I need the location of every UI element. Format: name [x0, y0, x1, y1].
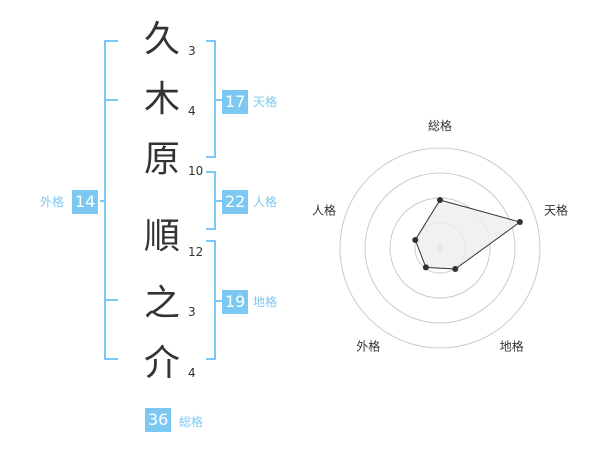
jinkaku-value-badge: 22 — [222, 190, 249, 214]
gaikaku-label: 外格 — [40, 195, 65, 209]
chikaku-value-badge: 19 — [222, 290, 249, 314]
stroke-count-3: 10 — [188, 164, 204, 178]
radar-axis-label-4: 外格 — [356, 339, 380, 354]
soukaku-value-badge: 36 — [145, 408, 172, 432]
radar-value-polygon — [414, 199, 522, 270]
name-char-6: 介 — [143, 343, 180, 384]
radar-ring-4 — [339, 147, 541, 349]
stroke-count-2: 4 — [188, 104, 196, 118]
jinkaku-label: 人格 — [253, 195, 278, 209]
radar-point-2 — [516, 219, 523, 226]
tenkaku-bracket-tick — [214, 99, 222, 101]
name-char-3: 原 — [143, 139, 180, 180]
name-char-5: 之 — [143, 283, 180, 324]
name-char-1: 久 — [143, 19, 180, 60]
stroke-count-6: 4 — [188, 366, 196, 380]
radar-axis-label-2: 天格 — [544, 202, 568, 217]
radar-point-3 — [452, 266, 459, 273]
chikaku-label: 地格 — [253, 295, 278, 309]
jinkaku-bracket-tick — [214, 200, 222, 202]
radar-axis-label-1: 総格 — [428, 118, 452, 133]
gaikaku-value-badge: 14 — [72, 190, 99, 214]
stroke-count-4: 12 — [188, 245, 204, 259]
chikaku-bracket-tick — [214, 300, 222, 302]
gaikaku-bracket-stub — [100, 200, 106, 202]
radar-point-5 — [412, 236, 419, 243]
radar-ring-3 — [364, 172, 516, 324]
stroke-count-1: 3 — [188, 44, 196, 58]
radar-axis-label-5: 人格 — [312, 202, 336, 217]
name-char-2: 木 — [143, 79, 180, 120]
radar-point-1 — [437, 197, 443, 203]
tenkaku-value-badge: 17 — [222, 90, 249, 114]
radar-point-4 — [422, 264, 429, 271]
tenkaku-label: 天格 — [253, 95, 278, 109]
stroke-count-5: 3 — [188, 305, 196, 319]
gaikaku-bracket-tick-top — [104, 99, 118, 101]
soukaku-label: 総格 — [179, 415, 204, 429]
name-char-4: 順 — [143, 216, 180, 257]
gaikaku-bracket — [104, 40, 118, 360]
radar-axis-label-3: 地格 — [500, 339, 524, 354]
gaikaku-bracket-tick-bottom — [104, 299, 118, 301]
